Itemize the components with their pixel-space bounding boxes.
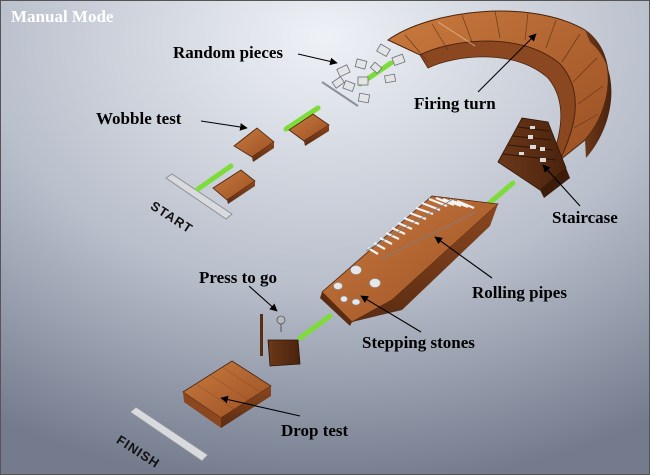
arrow-drop-test xyxy=(220,395,301,417)
start-rail xyxy=(165,173,233,220)
label-drop-test: Drop test xyxy=(281,421,349,440)
label-rolling-pipes: Rolling pipes xyxy=(472,283,567,302)
label-wobble-test: Wobble test xyxy=(96,109,182,128)
rolling-pipes-piece xyxy=(320,195,499,326)
label-stepping-stones: Stepping stones xyxy=(362,333,475,352)
arrow-press-to-go xyxy=(248,285,278,312)
label-press-to-go: Press to go xyxy=(199,268,278,287)
connectors xyxy=(195,60,516,341)
arrow-firing-turn xyxy=(477,33,537,93)
drop-test-piece xyxy=(182,360,272,428)
arrow-rolling-pipes xyxy=(434,236,493,279)
wobble-second-piece xyxy=(288,113,330,146)
arrow-wobble-test xyxy=(200,120,248,131)
label-random-pieces: Random pieces xyxy=(173,43,284,62)
connector-start xyxy=(195,163,234,192)
arrow-stepping-stones xyxy=(360,295,422,333)
start-ramp-piece xyxy=(212,169,256,204)
random-pieces-rail xyxy=(321,81,359,107)
finish-rail xyxy=(129,406,209,462)
connector-wobble xyxy=(283,105,321,132)
arrow-random-pieces xyxy=(297,53,338,66)
connector-press xyxy=(297,313,333,341)
wobble-test-piece xyxy=(233,127,275,162)
mode-title: Manual Mode xyxy=(11,7,114,26)
label-staircase: Staircase xyxy=(552,208,618,227)
label-firing-turn: Firing turn xyxy=(414,94,496,113)
random-pieces xyxy=(331,43,406,104)
connector-staircase xyxy=(483,180,516,209)
label-arrows xyxy=(200,33,581,417)
arrow-staircase xyxy=(542,164,581,207)
press-to-go-piece xyxy=(260,314,301,367)
